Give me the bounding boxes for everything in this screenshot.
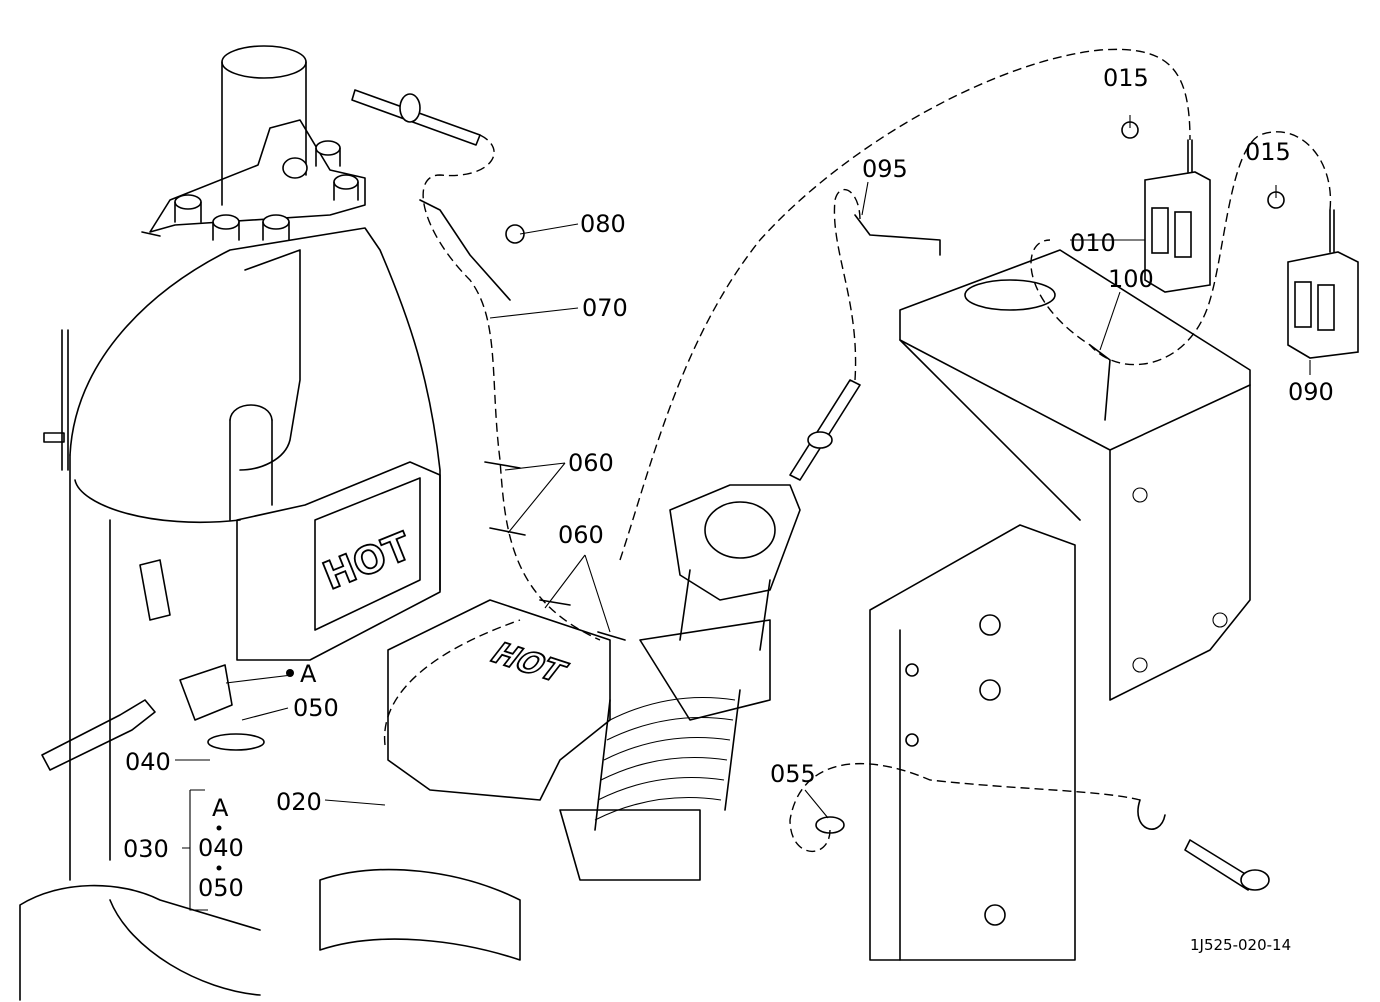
leader-lines — [175, 115, 1311, 911]
callout-040: 040 — [125, 748, 171, 776]
lower-heat-shield: HOT — [387, 599, 611, 801]
callout-090: 090 — [1288, 378, 1334, 406]
callout-010: 010 — [1070, 229, 1116, 257]
callout-100: 100 — [1108, 265, 1154, 293]
temperature-sensor-mid — [789, 379, 861, 481]
callout-015-a: 015 — [1103, 64, 1149, 92]
sensor-010 — [1144, 139, 1211, 293]
callout-015-b: 015 — [1245, 138, 1291, 166]
wiring-harness — [383, 48, 1332, 853]
callout-050-group: 050 — [198, 874, 244, 902]
callout-040-group: 040 — [198, 834, 244, 862]
callout-060-a: 060 — [568, 449, 614, 477]
callout-055: 055 — [770, 760, 816, 788]
callout-070: 070 — [582, 294, 628, 322]
callout-020: 020 — [276, 788, 322, 816]
pressure-connector-left — [41, 559, 265, 771]
temperature-sensor-top — [351, 89, 481, 146]
clips — [419, 199, 1166, 834]
callout-050: 050 — [293, 694, 339, 722]
sensor-connector-right — [1184, 839, 1270, 891]
callout-a-group: A — [212, 794, 229, 822]
callout-labels: 015 015 095 080 010 100 070 090 060 060 … — [123, 64, 1334, 902]
hot-label-lower: HOT — [483, 637, 573, 688]
callout-095: 095 — [862, 155, 908, 183]
flex-exhaust-pipe — [319, 484, 801, 961]
drawing-code: 1J525-020-14 — [1190, 936, 1291, 954]
callout-030: 030 — [123, 835, 169, 863]
sensor-090 — [1287, 209, 1359, 359]
callout-a: A — [300, 660, 317, 688]
callout-080: 080 — [580, 210, 626, 238]
bolt-015 — [1121, 121, 1285, 209]
callout-060-b: 060 — [558, 521, 604, 549]
support-frame — [869, 249, 1251, 961]
hot-label-left: HOT — [317, 524, 417, 599]
